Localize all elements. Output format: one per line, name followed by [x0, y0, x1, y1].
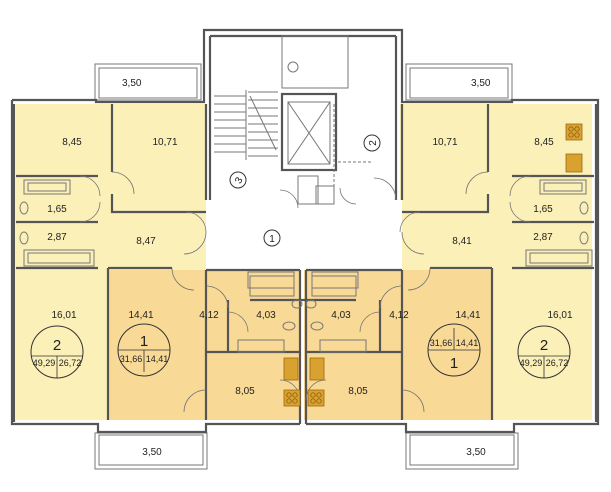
room-left-1-room: 14,41 [128, 310, 153, 321]
fill-left-1room [108, 270, 300, 420]
stove-center-right [307, 389, 325, 407]
room-left-1-kitchen: 8,05 [235, 386, 255, 397]
badge-left-2-rooms: 2 [53, 337, 61, 354]
bathtub-left-upper [23, 179, 71, 195]
basin-left [19, 201, 29, 215]
balcony-labels: 3,50 3,50 3,50 3,50 [122, 78, 491, 458]
room-left-wc: 2,87 [47, 232, 67, 243]
badge-left-2-living: 26,72 [59, 358, 82, 368]
door-swings [79, 171, 531, 413]
bathtub-center-right [311, 271, 359, 289]
basin-right [579, 201, 589, 215]
marker-elevator: 2 [363, 134, 381, 152]
badge-right-1-total: 31,66 [430, 338, 453, 348]
balcony-label-bottom-left: 3,50 [142, 447, 162, 458]
room-left-hall: 8,47 [136, 236, 156, 247]
room-right-bath: 1,65 [533, 204, 553, 215]
badge-right-2-total: 49,29 [520, 358, 543, 368]
room-left-living: 16,01 [51, 310, 76, 321]
balcony-label-bottom-right: 3,50 [466, 447, 486, 458]
toilet-left [19, 231, 29, 245]
fill-corridor [206, 200, 402, 270]
stove-center-left [283, 389, 301, 407]
badge-left-2-total: 49,29 [33, 358, 56, 368]
room-left-bedroom: 8,45 [62, 137, 82, 148]
badge-left-2: 2 49,29 26,72 [30, 325, 84, 379]
room-right-bedroom: 8,45 [534, 137, 554, 148]
room-right-1-room: 14,41 [455, 310, 480, 321]
fill-right-2room-top [400, 104, 592, 270]
balcony-top-right [405, 63, 513, 101]
badge-left-1-total: 31,66 [120, 354, 143, 364]
balcony-top-left [94, 63, 202, 101]
basin-center-left [291, 299, 303, 309]
badge-right-2-rooms: 2 [540, 337, 548, 354]
badge-left-1: 1 31,66 14,41 [117, 323, 171, 377]
room-right-living: 16,01 [547, 310, 572, 321]
badge-right-1: 31,66 14,41 1 [427, 323, 481, 377]
room-right-wc: 2,87 [533, 232, 553, 243]
room-right-hall: 8,41 [452, 236, 472, 247]
badge-left-1-rooms: 1 [140, 333, 148, 350]
room-left-1-hall: 4,12 [199, 310, 219, 321]
room-left-1-bath: 4,03 [256, 310, 276, 321]
fill-right-1room [304, 270, 492, 420]
basin-center-right [305, 299, 317, 309]
badge-right-2-living: 26,72 [546, 358, 569, 368]
balcony-label-top-left: 3,50 [122, 78, 142, 89]
room-labels: 8,45 10,71 1,65 2,87 8,47 16,01 14,41 4,… [47, 137, 573, 397]
balcony-bottom-right [405, 432, 519, 470]
marker-corridor: 1 [263, 229, 281, 247]
toilet-center-left [282, 321, 296, 331]
sink-right-top [565, 153, 583, 173]
room-left-kitchen: 10,71 [152, 137, 177, 148]
sink-center-right [309, 357, 325, 381]
counter-left [237, 339, 285, 353]
bathtub-right-lower [525, 249, 593, 267]
bathtub-center-left [247, 271, 295, 289]
room-right-1-hall: 4,12 [389, 310, 409, 321]
room-left-bath: 1,65 [47, 204, 67, 215]
toilet-center-right [310, 321, 324, 331]
sink-center-left [283, 357, 299, 381]
room-right-1-bath: 4,03 [331, 310, 351, 321]
room-right-1-kitchen: 8,05 [348, 386, 368, 397]
stove-right-top [565, 123, 583, 141]
room-right-kitchen: 10,71 [432, 137, 457, 148]
badge-right-2: 2 49,29 26,72 [517, 325, 571, 379]
walls [10, 28, 600, 434]
badge-right-1-rooms: 1 [450, 355, 458, 372]
bathtub-left-lower [23, 249, 95, 267]
bathtub-right-upper [539, 179, 587, 195]
balcony-label-top-right: 3,50 [471, 78, 491, 89]
badge-right-1-living: 14,41 [456, 338, 479, 348]
svg-text:3: 3 [233, 175, 246, 186]
svg-text:2: 2 [368, 140, 379, 146]
marker-stair: 3 [229, 171, 247, 189]
apartment-fills [16, 104, 592, 420]
counter-right [319, 339, 367, 353]
toilet-right [579, 231, 589, 245]
fixtures [19, 123, 593, 407]
svg-text:1: 1 [269, 234, 275, 245]
badge-left-1-living: 14,41 [146, 354, 169, 364]
stair-treads [214, 90, 278, 160]
